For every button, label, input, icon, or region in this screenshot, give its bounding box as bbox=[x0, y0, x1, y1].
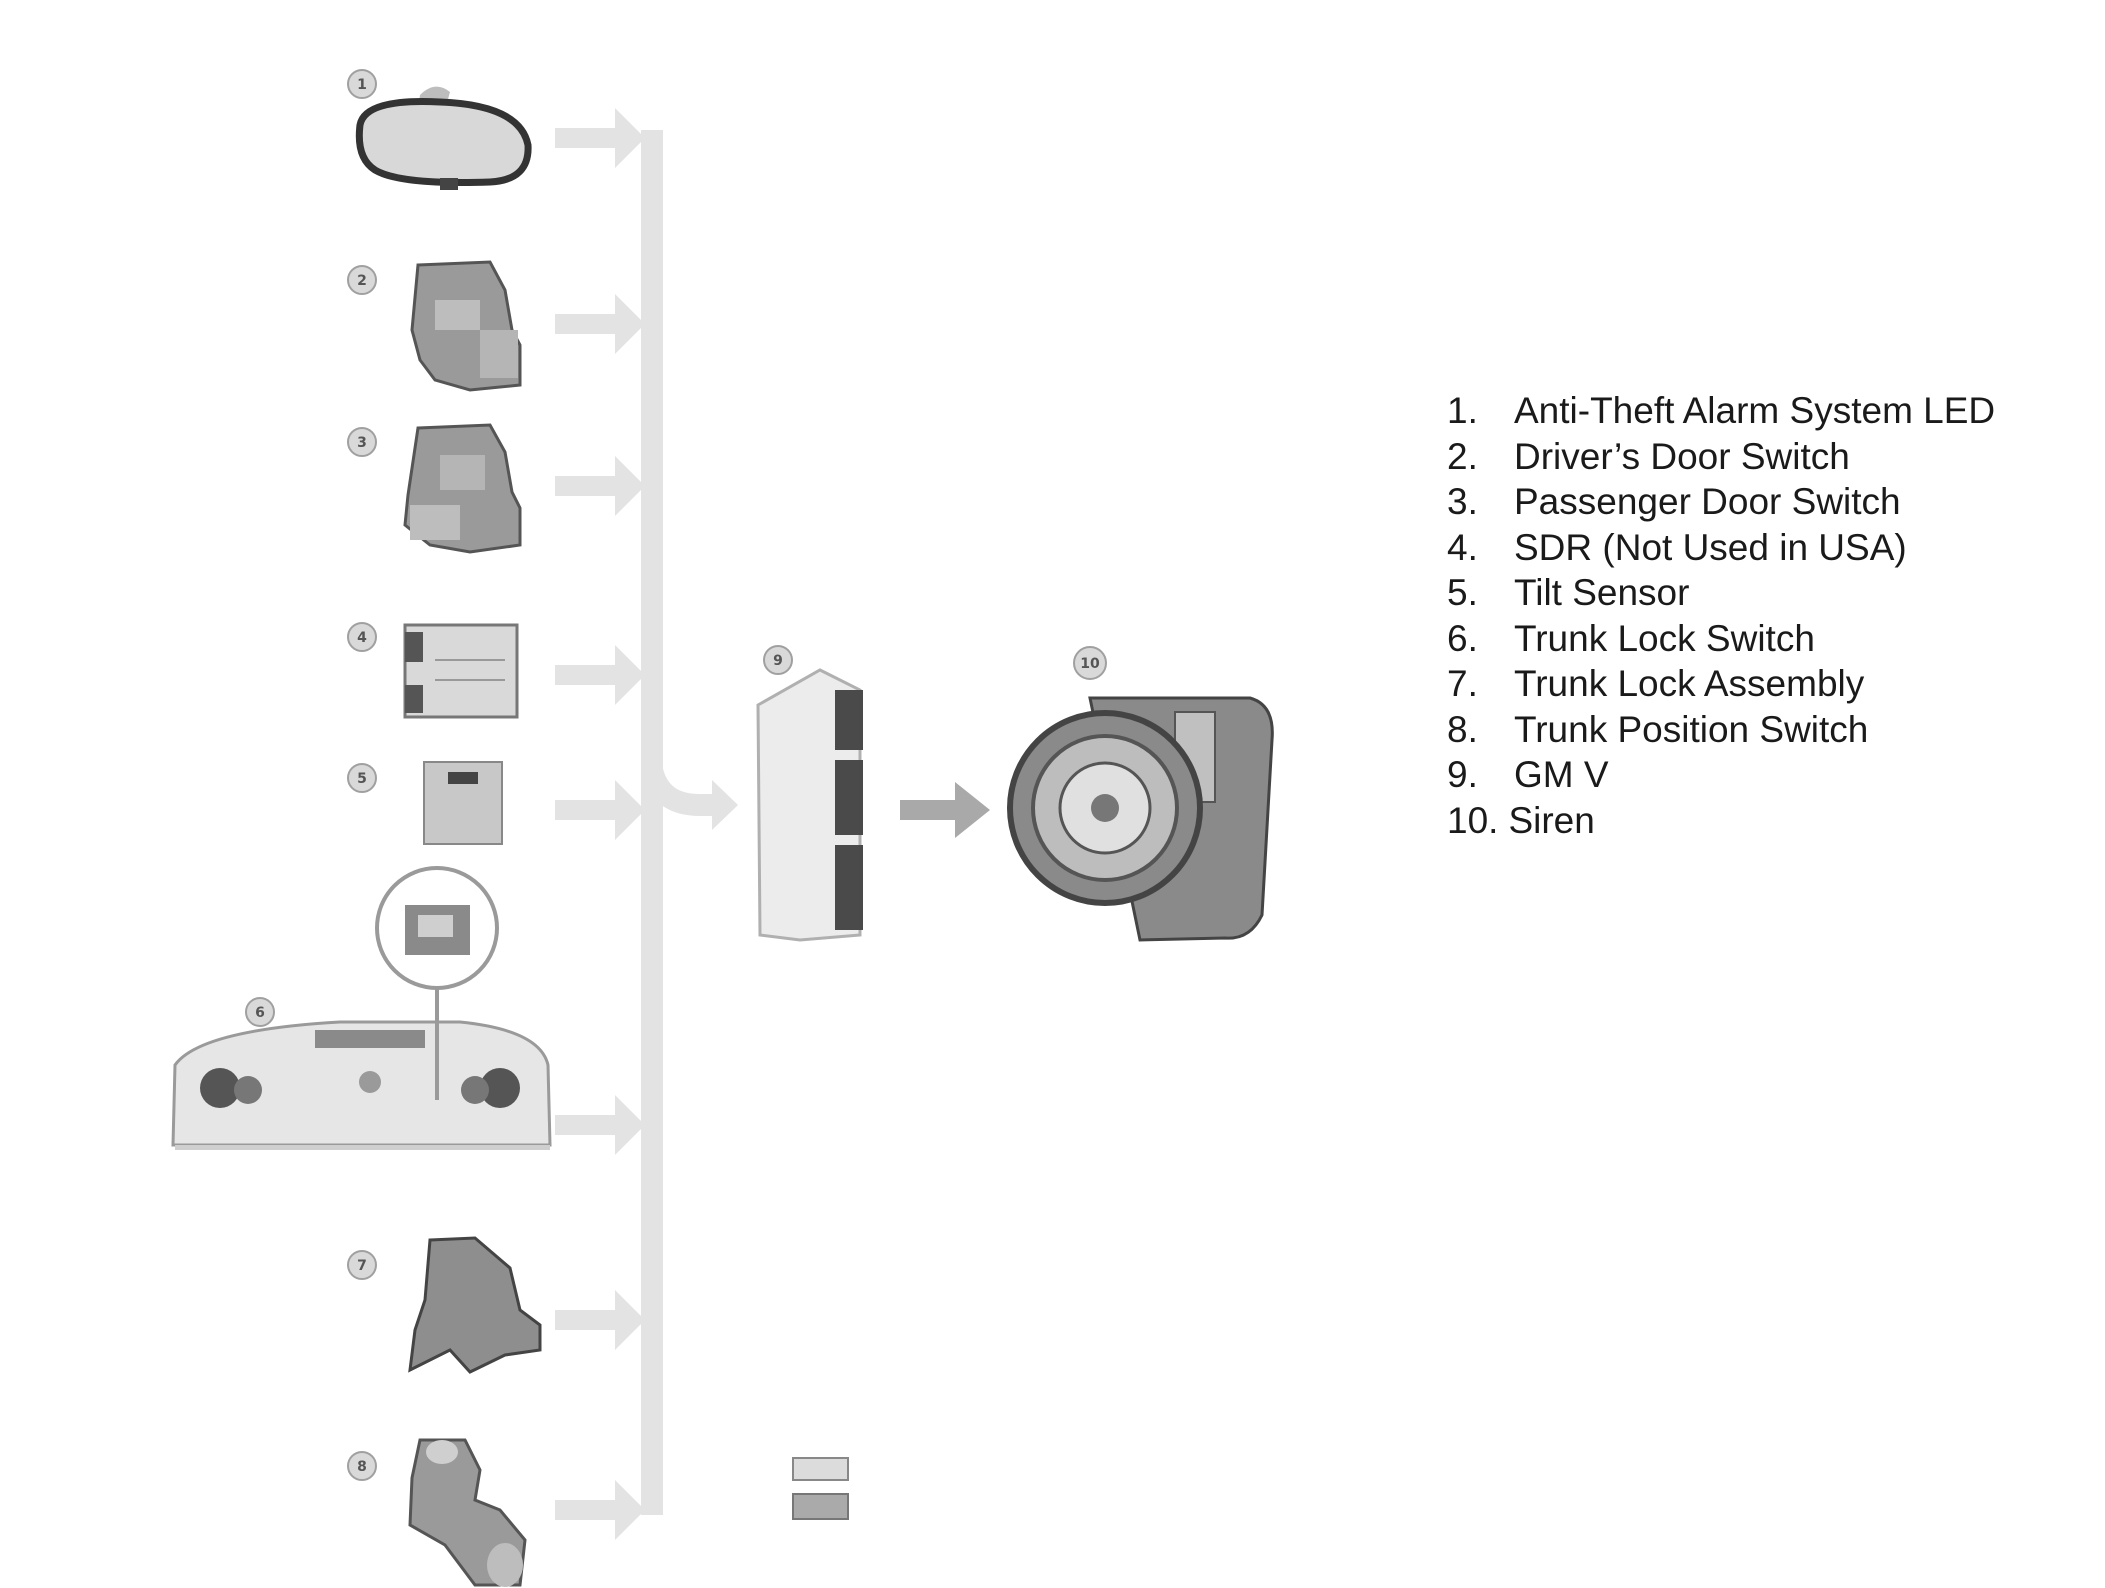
badge-10: 10 bbox=[1073, 646, 1107, 680]
sdr-module-part bbox=[403, 623, 519, 719]
legend-item: 2. Driver’s Door Switch bbox=[1447, 434, 1995, 480]
legend-item: 9. GM V bbox=[1447, 752, 1995, 798]
badge-8: 8 bbox=[347, 1451, 377, 1481]
legend-number: 2. bbox=[1447, 435, 1478, 477]
arrow-8 bbox=[555, 1480, 645, 1540]
legend-number: 4. bbox=[1447, 526, 1478, 568]
badge-2: 2 bbox=[347, 265, 377, 295]
legend-item: 7. Trunk Lock Assembly bbox=[1447, 661, 1995, 707]
legend-label: Passenger Door Switch bbox=[1514, 481, 1901, 522]
legend-label: Tilt Sensor bbox=[1514, 572, 1690, 613]
badge-6: 6 bbox=[245, 997, 275, 1027]
badge-7: 7 bbox=[347, 1250, 377, 1280]
driver-door-switch-part bbox=[410, 260, 522, 392]
legend-item: 4. SDR (Not Used in USA) bbox=[1447, 525, 1995, 571]
badge-2-text: 2 bbox=[357, 273, 367, 289]
badge-1-text: 1 bbox=[357, 77, 367, 93]
trunk-lock-assembly-part bbox=[408, 1236, 542, 1374]
legend-number: 9. bbox=[1447, 754, 1478, 795]
legend-label: GM V bbox=[1514, 754, 1609, 795]
siren-part bbox=[1007, 696, 1274, 942]
badge-9-text: 9 bbox=[773, 653, 783, 669]
output-arrow bbox=[900, 782, 990, 838]
bus-branch-arrow bbox=[641, 766, 718, 816]
tilt-sensor-part bbox=[423, 761, 503, 845]
legend-number: 6. bbox=[1447, 617, 1478, 659]
badge-5: 5 bbox=[347, 763, 377, 793]
arrow-2 bbox=[555, 294, 645, 354]
legend-item: 1. Anti-Theft Alarm System LED bbox=[1447, 388, 1995, 434]
badge-3-text: 3 bbox=[357, 435, 367, 451]
legend-number: 5. bbox=[1447, 572, 1478, 613]
badge-9: 9 bbox=[763, 645, 793, 675]
legend-number: 10. bbox=[1447, 799, 1499, 841]
arrow-6 bbox=[555, 1095, 645, 1155]
swatch-light bbox=[792, 1457, 849, 1481]
input-arrows bbox=[555, 108, 645, 1540]
legend-item: 10.Siren bbox=[1447, 798, 1995, 844]
legend-number: 3. bbox=[1447, 481, 1478, 522]
badge-10-text: 10 bbox=[1080, 656, 1100, 672]
bus-arrowhead bbox=[712, 780, 738, 830]
legend-label: Trunk Lock Assembly bbox=[1514, 663, 1865, 704]
legend-label: Anti-Theft Alarm System LED bbox=[1514, 390, 1996, 431]
badge-8-text: 8 bbox=[357, 1459, 367, 1475]
badge-3: 3 bbox=[347, 427, 377, 457]
legend-number: 1. bbox=[1447, 390, 1478, 431]
trunk-lock-switch-part bbox=[171, 866, 552, 1150]
arrow-1 bbox=[555, 108, 645, 168]
arrow-3 bbox=[555, 456, 645, 516]
mirror-led-part bbox=[355, 86, 532, 190]
trunk-position-switch-part bbox=[408, 1438, 527, 1587]
legend-label: Trunk Lock Switch bbox=[1514, 617, 1815, 659]
passenger-door-switch-part bbox=[403, 423, 522, 554]
legend-item: 6. Trunk Lock Switch bbox=[1447, 616, 1995, 662]
legend-label: Driver’s Door Switch bbox=[1514, 435, 1850, 477]
badge-1: 1 bbox=[347, 69, 377, 99]
legend-item: 8. Trunk Position Switch bbox=[1447, 707, 1995, 753]
badge-7-text: 7 bbox=[357, 1258, 367, 1274]
arrow-4 bbox=[555, 645, 645, 705]
legend-number: 7. bbox=[1447, 663, 1478, 704]
gm-v-module-part bbox=[756, 668, 863, 942]
badge-4-text: 4 bbox=[357, 630, 367, 646]
legend-item: 5. Tilt Sensor bbox=[1447, 570, 1995, 616]
legend-item: 3. Passenger Door Switch bbox=[1447, 479, 1995, 525]
arrow-7 bbox=[555, 1290, 645, 1350]
badge-4: 4 bbox=[347, 622, 377, 652]
swatch-dark bbox=[792, 1493, 849, 1520]
legend-label: Trunk Position Switch bbox=[1514, 708, 1869, 750]
badge-6-text: 6 bbox=[255, 1005, 265, 1021]
legend-label: Siren bbox=[1508, 799, 1595, 841]
arrow-5 bbox=[555, 780, 645, 840]
badge-5-text: 5 bbox=[357, 771, 367, 787]
component-legend: 1. Anti-Theft Alarm System LED 2. Driver’s… bbox=[1447, 388, 1995, 843]
legend-label: SDR (Not Used in USA) bbox=[1514, 526, 1907, 568]
legend-number: 8. bbox=[1447, 708, 1478, 750]
